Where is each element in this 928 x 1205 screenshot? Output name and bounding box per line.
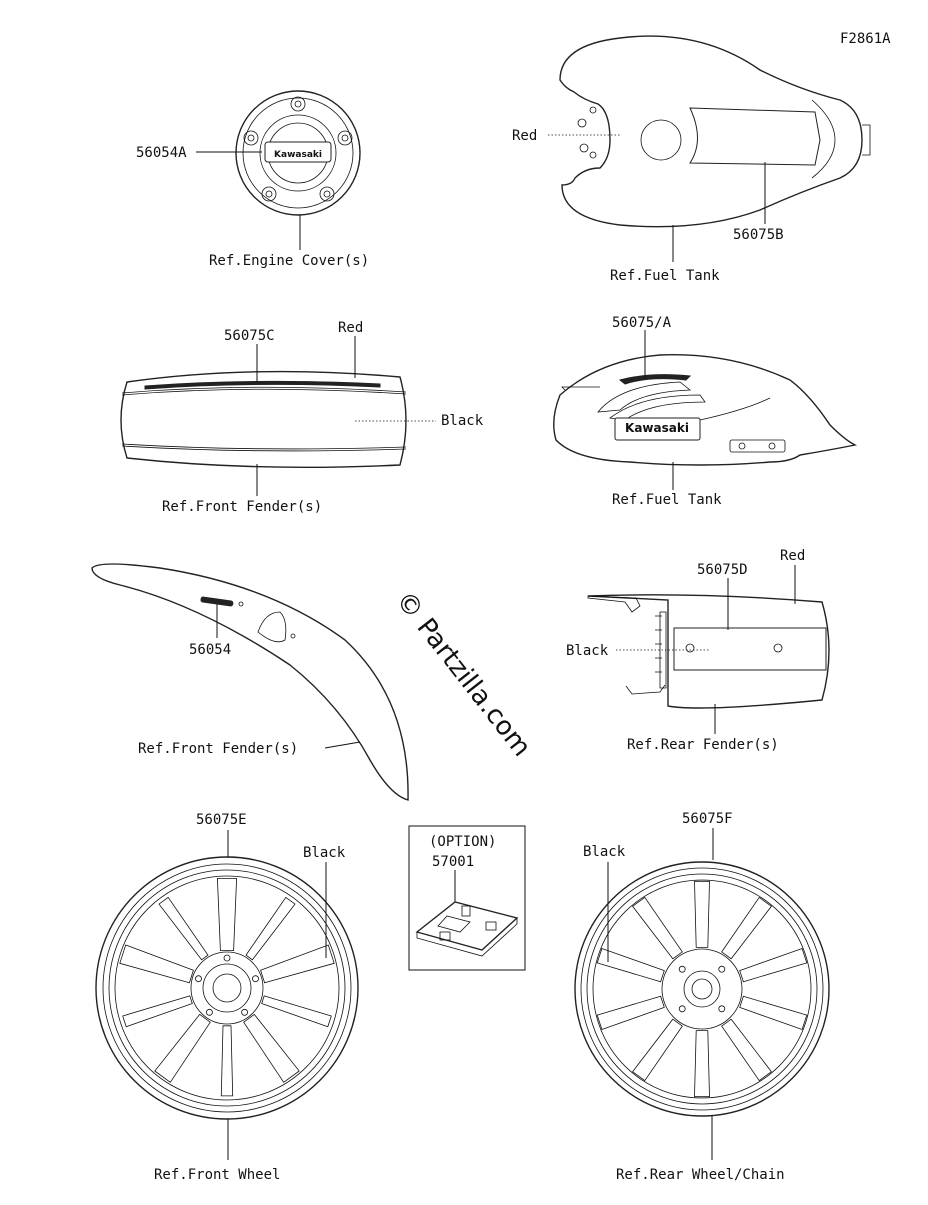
tank-side-logo: Kawasaki: [625, 421, 689, 435]
engine-cover-illustration: [235, 90, 361, 216]
label-56075C: 56075C: [224, 328, 275, 344]
hub-bolt: [718, 1005, 726, 1013]
front-wheel-illustration: [95, 856, 359, 1120]
label-56075E: 56075E: [196, 812, 247, 828]
label-56075A: 56075/A: [612, 315, 672, 331]
wheel-spoke: [721, 896, 772, 960]
fuel-tank-top-illustration: [559, 35, 871, 228]
label-ref-rear-fender: Ref.Rear Fender(s): [627, 737, 779, 753]
wheel-spoke: [632, 1018, 683, 1082]
wheel-spoke: [261, 995, 332, 1028]
label-option: (OPTION): [429, 834, 496, 850]
watermark: © Partzilla.com: [389, 586, 536, 763]
hub-bolt: [205, 1008, 213, 1016]
rear-fender-illustration: [587, 594, 830, 709]
wheel-spoke: [243, 1013, 300, 1083]
label-57001: 57001: [432, 854, 474, 870]
fuel-tank-side-illustration: [553, 354, 858, 466]
label-red-tank: Red: [512, 128, 537, 144]
wheel-spoke: [245, 896, 296, 961]
wheel-spoke: [154, 1013, 211, 1083]
hub-bolt: [195, 975, 202, 983]
label-black-front-fender: Black: [441, 413, 484, 429]
label-56054A: 56054A: [136, 145, 187, 161]
rear-wheel-illustration: [574, 861, 830, 1117]
label-ref-front-fender-2: Ref.Front Fender(s): [138, 741, 298, 757]
wheel-spoke: [260, 944, 335, 984]
wheel-spoke: [158, 896, 209, 961]
hub-bolt: [718, 965, 726, 973]
hub-bolt: [223, 954, 231, 962]
wheel-spoke: [596, 947, 665, 983]
hub-bolt: [252, 975, 259, 983]
hub-bolt: [241, 1008, 249, 1016]
label-ref-fuel-tank-1: Ref.Fuel Tank: [610, 268, 720, 284]
wheel-spoke: [739, 995, 808, 1031]
wheel-spoke: [216, 878, 238, 951]
leader-front-fender-2: [324, 741, 361, 749]
wheel-spoke: [122, 995, 193, 1028]
label-red-front-fender: Red: [338, 320, 363, 336]
front-fender-side-illustration: [91, 563, 409, 801]
label-ref-fuel-tank-2: Ref.Fuel Tank: [612, 492, 722, 508]
wheel-spoke: [739, 947, 808, 983]
wheel-spoke: [632, 896, 683, 960]
label-ref-rear-wheel: Ref.Rear Wheel/Chain: [616, 1167, 785, 1183]
tool-57001-illustration: [415, 901, 519, 957]
label-ref-engine-cover: Ref.Engine Cover(s): [209, 253, 369, 269]
label-56075F: 56075F: [682, 811, 733, 827]
hub-bolt: [678, 1005, 686, 1013]
label-ref-front-fender-1: Ref.Front Fender(s): [162, 499, 322, 515]
option-box: [408, 825, 526, 971]
label-ref-front-wheel: Ref.Front Wheel: [154, 1167, 280, 1183]
label-56054: 56054: [189, 642, 231, 658]
wheel-spoke: [721, 1018, 772, 1082]
label-black-front-wheel: Black: [303, 845, 346, 861]
wheel-spoke: [694, 1030, 710, 1098]
hub-bolt: [678, 965, 686, 973]
label-56075D: 56075D: [697, 562, 748, 578]
label-black-rear-fender: Black: [566, 643, 609, 659]
label-56075B: 56075B: [733, 227, 784, 243]
wheel-spoke: [694, 880, 710, 948]
front-fender-top-illustration: [120, 370, 407, 469]
label-red-rear-fender: Red: [780, 548, 805, 564]
wheel-spoke: [220, 1025, 234, 1097]
wheel-spoke: [596, 995, 665, 1031]
engine-cover-logo: Kawasaki: [274, 150, 322, 160]
wheel-spoke: [119, 944, 194, 984]
figure-id: F2861A: [840, 31, 891, 47]
label-black-rear-wheel: Black: [583, 844, 626, 860]
